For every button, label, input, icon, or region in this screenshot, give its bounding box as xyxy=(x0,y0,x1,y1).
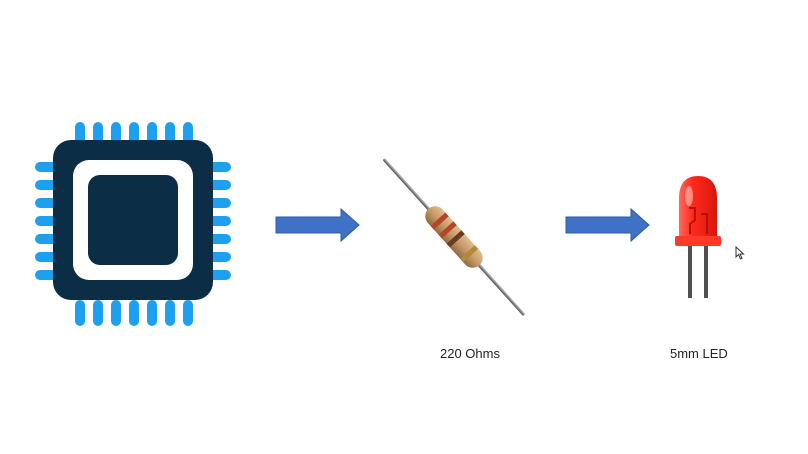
resistor-label: 220 Ohms xyxy=(440,346,500,361)
chip-pins-bottom xyxy=(75,300,193,326)
led-leg xyxy=(688,246,692,298)
resistor-band xyxy=(459,245,479,263)
chip-pin xyxy=(147,300,157,326)
led-rim xyxy=(675,236,721,246)
arrow-shape xyxy=(275,208,360,242)
chip-pin xyxy=(183,300,193,326)
chip-pin xyxy=(111,300,121,326)
chip-pin xyxy=(93,300,103,326)
resistor-band xyxy=(438,221,457,239)
resistor-icon xyxy=(383,158,525,316)
arrow-shape xyxy=(565,208,650,242)
flow-arrow xyxy=(565,208,650,242)
led-label: 5mm LED xyxy=(670,346,728,361)
microcontroller-chip-icon xyxy=(35,122,231,326)
chip-pin xyxy=(165,300,175,326)
mouse-cursor-icon xyxy=(735,246,745,260)
resistor-band xyxy=(446,230,465,248)
resistor-lead-left xyxy=(383,158,432,212)
led-highlight xyxy=(685,186,693,206)
chip-pin xyxy=(75,300,85,326)
resistor-band xyxy=(430,212,449,230)
led-dome xyxy=(679,176,717,240)
led-internal xyxy=(689,207,708,234)
chip-pin xyxy=(129,300,139,326)
resistor-lead-right xyxy=(476,262,525,316)
chip-core xyxy=(88,175,178,265)
led-icon xyxy=(675,176,721,298)
flow-arrow xyxy=(275,208,360,242)
led-leg xyxy=(704,246,708,298)
